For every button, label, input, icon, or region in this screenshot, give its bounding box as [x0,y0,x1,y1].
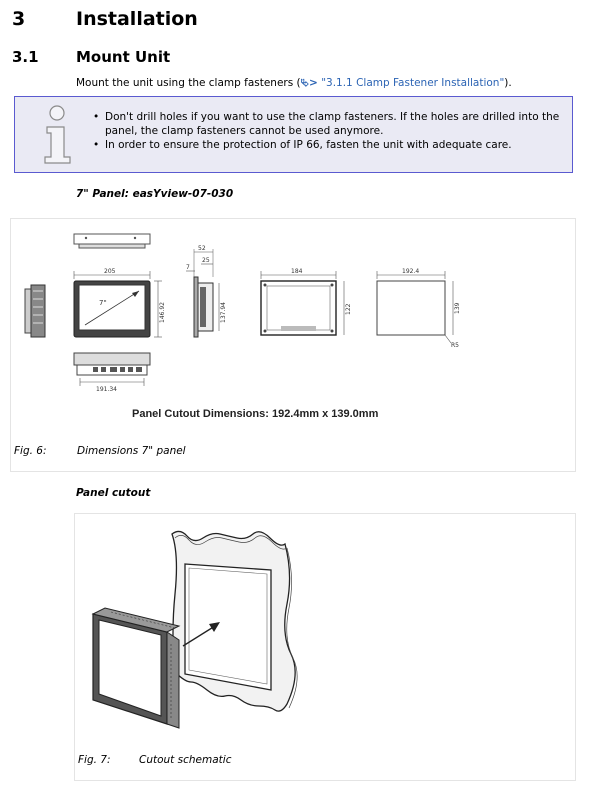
front-view [73,271,162,338]
figure7-frame: Fig. 7: Cutout schematic [74,513,576,781]
note-item: In order to ensure the protection of IP … [91,139,566,153]
info-icon [44,105,71,164]
back-view [260,271,345,336]
bottom-view [73,352,151,386]
cutout-opening [184,563,272,691]
section-number: 3 [12,8,26,30]
fig6-caption: Dimensions 7" panel [77,445,186,457]
cutout-dimensions-label: Panel Cutout Dimensions: 192.4mm x 139.0… [132,408,379,420]
subsection-title: Mount Unit [76,48,171,66]
dim-cutout-height: 139 [454,302,461,314]
dim-cutout-radius: R5 [451,342,459,349]
dim-front-width: 205 [104,268,116,275]
cutout-view [376,271,454,344]
cutout-schematic [91,530,298,729]
section-title: Installation [76,8,198,30]
panel-device [91,607,181,729]
dimension-drawing: 205 146.92 191.34 52 25 7 137.94 184 122… [24,233,461,420]
subsection-number: 3.1 [12,48,39,66]
dim-back-width: 184 [291,268,303,275]
note-list: Don't drill holes if you want to use the… [91,111,566,154]
dim-side-height: 137.94 [220,302,227,323]
dim-bottom-width: 191.34 [96,386,117,393]
fig7-caption: Cutout schematic [139,754,232,766]
dim-side-depth: 52 [198,245,206,252]
intro-text-after: ). [504,77,512,89]
fig7-label: Fig. 7: [78,754,111,766]
info-note-box: Don't drill holes if you want to use the… [14,96,573,173]
diagonal-label: 7" [99,299,107,307]
figure7-heading: Panel cutout [76,487,151,499]
intro-paragraph: Mount the unit using the clamp fasteners… [76,77,512,90]
dim-side-inner: 25 [202,257,210,264]
dim-back-height: 122 [345,303,352,315]
clamp-fastener-link[interactable]: "3.1.1 Clamp Fastener Installation" [321,77,505,89]
insert-arrow-icon [182,622,220,647]
dim-front-height: 146.92 [159,302,166,323]
note-item: Don't drill holes if you want to use the… [91,111,566,138]
top-view [73,233,151,249]
link-arrow-icon: ⮱> [300,77,318,89]
fig6-label: Fig. 6: [14,445,47,457]
figure6-heading: 7" Panel: easYview-07-030 [76,188,234,200]
dim-side-front: 7 [186,264,190,271]
dim-cutout-width: 192.4 [402,268,419,275]
left-side-view [24,284,46,338]
intro-text-before: Mount the unit using the clamp fasteners… [76,77,301,89]
figure6-frame: 205 146.92 191.34 52 25 7 137.94 184 122… [10,218,576,472]
side-view [186,249,220,338]
